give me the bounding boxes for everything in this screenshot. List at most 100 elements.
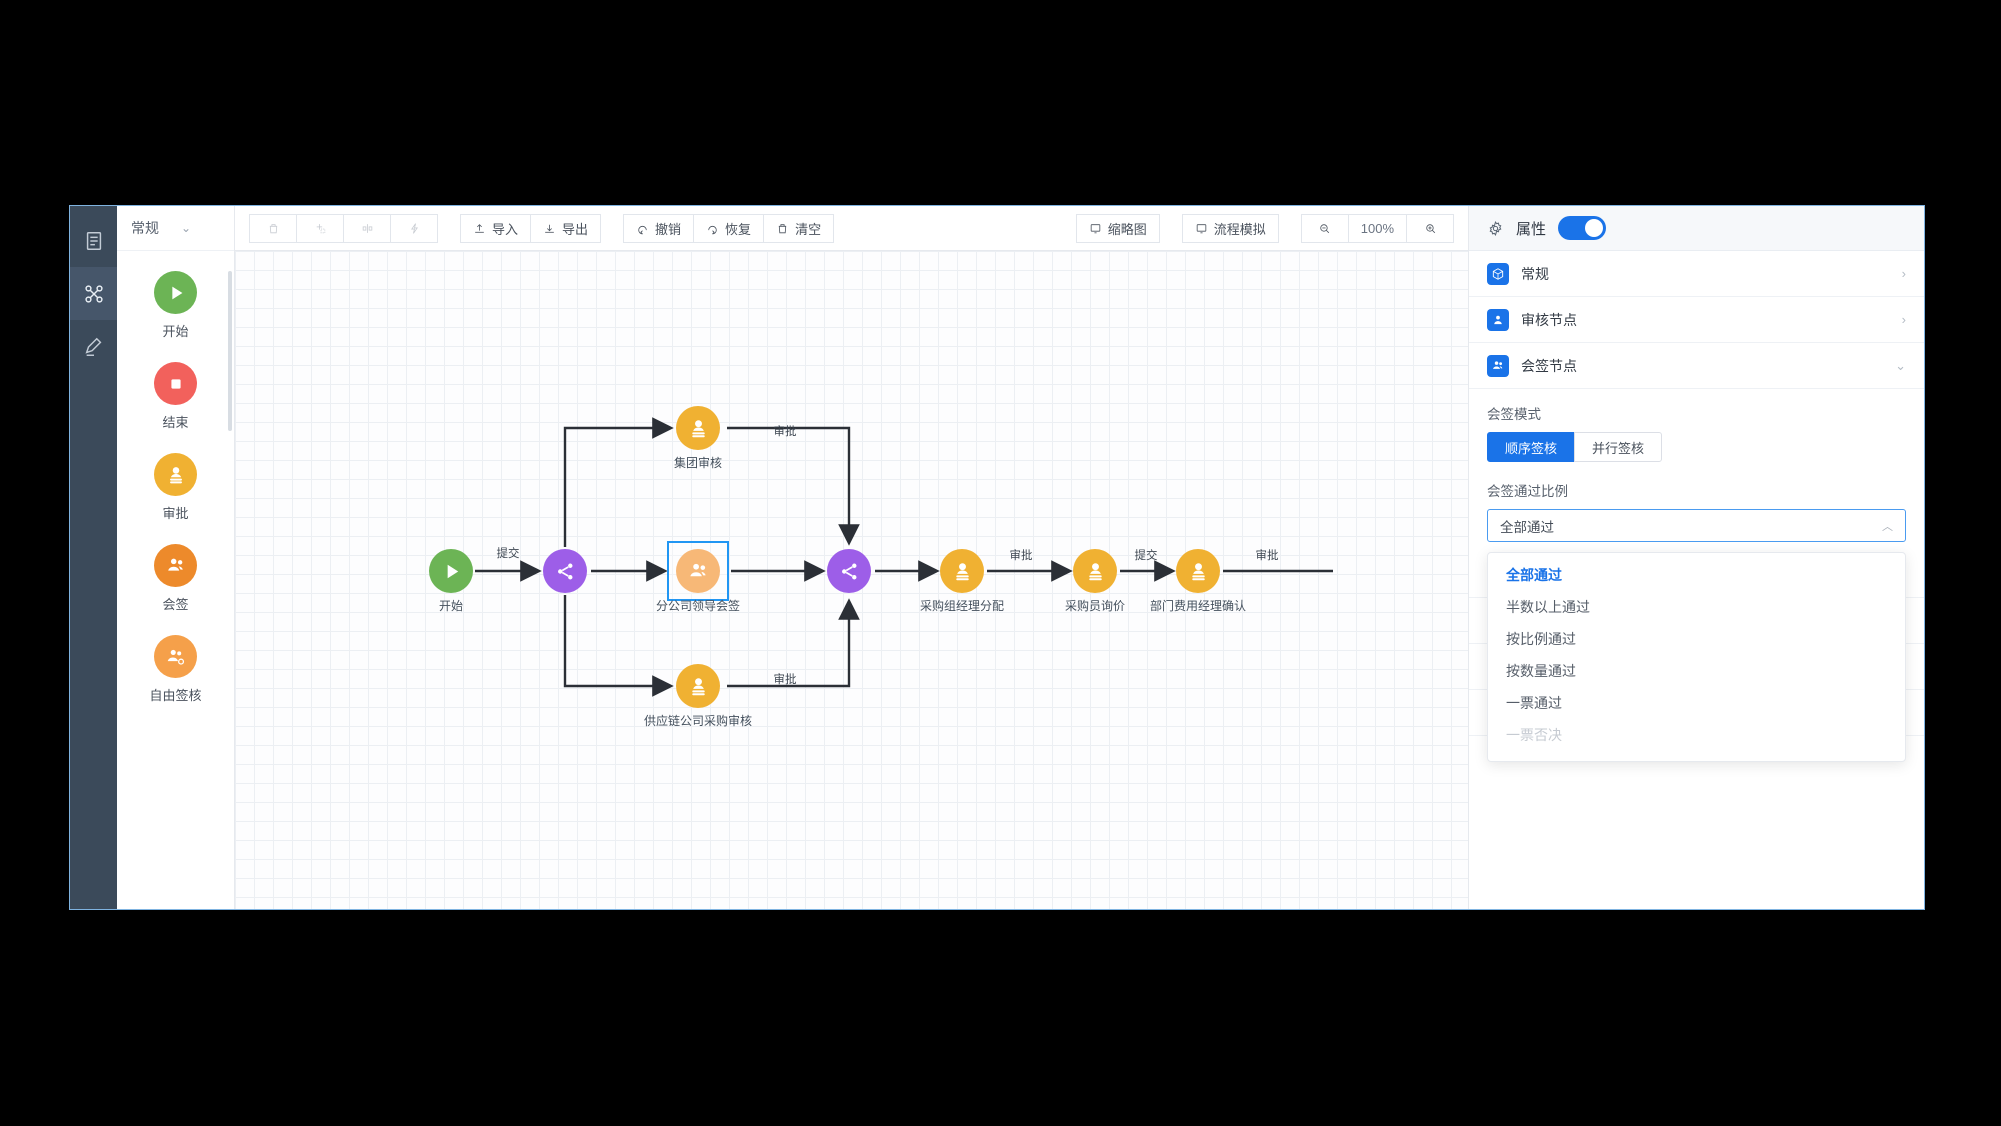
- ratio-dropdown: 全部通过半数以上通过按比例通过按数量通过一票通过一票否决: [1487, 552, 1906, 762]
- ratio-option-4[interactable]: 一票通过: [1506, 695, 1562, 711]
- palette-item-3[interactable]: 会签: [117, 544, 234, 613]
- edge-label-5: 审批: [1255, 550, 1279, 562]
- edge-label-0: 提交: [496, 548, 520, 560]
- flow-edges: [475, 417, 1333, 697]
- dropdown-arrow: [1525, 553, 1541, 560]
- thumbnail-label: 缩略图: [1107, 221, 1147, 237]
- mode-option-0[interactable]: 顺序签核: [1487, 432, 1576, 462]
- ratio-option-2[interactable]: 按比例通过: [1506, 631, 1576, 647]
- palette-items: 开始结束审批会签自由签核: [117, 251, 234, 909]
- prop-row-label: 会签节点: [1521, 357, 1577, 374]
- flow-node-label: 开始: [438, 599, 464, 613]
- clear-label: 清空: [795, 221, 822, 237]
- ratio-option-3[interactable]: 按数量通过: [1506, 663, 1576, 679]
- palette-item-label: 会签: [162, 597, 189, 612]
- flow-node-buyer[interactable]: 采购员询价: [1065, 549, 1125, 613]
- properties-panel: 属性 常规›审核节点›会签节点⌄ 会签模式 顺序签核并行签核 会签通过比例 全部…: [1468, 206, 1924, 909]
- zoom-group: 100%: [1300, 213, 1454, 243]
- redo-label: 恢复: [725, 221, 752, 237]
- main-column: 导入 导出 撤销 恢复 清空: [235, 206, 1468, 909]
- simulate-group: 流程模拟: [1181, 213, 1279, 243]
- prop-row-2[interactable]: 会签节点⌄: [1469, 343, 1924, 389]
- mode-option-1[interactable]: 并行签核: [1574, 432, 1663, 462]
- stamp-icon: [676, 406, 720, 450]
- stamp-icon: [940, 549, 984, 593]
- history-group: 撤销 恢复 清空: [623, 213, 835, 243]
- ratio-select[interactable]: 全部通过 ︿: [1487, 509, 1906, 542]
- flow-node-deptmgr[interactable]: 部门费用经理确认: [1150, 549, 1246, 613]
- zoom-out-button[interactable]: [1300, 213, 1349, 243]
- ratio-field-label: 会签通过比例: [1487, 484, 1568, 499]
- flow-node-group[interactable]: 集团审核: [674, 406, 722, 470]
- palette-scrollbar[interactable]: [228, 271, 232, 431]
- pencil-icon[interactable]: [70, 320, 117, 373]
- mode-field-label: 会签模式: [1487, 407, 1541, 422]
- palette-item-4[interactable]: 自由签核: [117, 635, 234, 704]
- flow-node-supply[interactable]: 供应链公司采购审核: [644, 664, 752, 728]
- document-icon[interactable]: [70, 214, 117, 267]
- delete-icon[interactable]: [249, 213, 297, 243]
- left-icon-rail: [70, 206, 117, 909]
- flow-node-label: 部门费用经理确认: [1149, 599, 1247, 613]
- flow-node-branch[interactable]: 分公司领导会签: [656, 541, 740, 613]
- align-icon[interactable]: [343, 213, 391, 243]
- cube-icon: [1487, 262, 1509, 285]
- flow-node-label: 分公司领导会签: [655, 599, 741, 613]
- ratio-option-5: 一票否决: [1506, 727, 1562, 743]
- node-selection-box: [667, 541, 729, 601]
- play-icon: [154, 271, 197, 314]
- prop-row-0[interactable]: 常规›: [1469, 251, 1924, 297]
- add-node-icon[interactable]: [296, 213, 344, 243]
- palette-item-1[interactable]: 结束: [117, 362, 234, 431]
- palette-group-label: 常规: [131, 220, 159, 236]
- palette-item-label: 自由签核: [149, 688, 202, 703]
- stamp-icon: [1176, 549, 1220, 593]
- stamp-icon: [154, 453, 197, 496]
- zoom-value: 100%: [1360, 220, 1394, 236]
- stop-icon: [154, 362, 197, 405]
- properties-toggle[interactable]: [1558, 216, 1607, 240]
- palette-item-0[interactable]: 开始: [117, 271, 234, 340]
- flow-node-gw1[interactable]: [543, 549, 587, 593]
- clear-button[interactable]: 清空: [763, 213, 835, 243]
- flow-node-label: 集团审核: [673, 456, 723, 470]
- undo-button[interactable]: 撤销: [623, 213, 695, 243]
- palette-group-header[interactable]: 常规 ⌄: [117, 206, 234, 251]
- zoom-level[interactable]: 100%: [1347, 213, 1407, 243]
- ratio-option-0[interactable]: 全部通过: [1506, 567, 1562, 583]
- export-button[interactable]: 导出: [530, 213, 602, 243]
- free-sign-icon: [154, 635, 197, 678]
- share-icon: [543, 549, 587, 593]
- redo-button[interactable]: 恢复: [693, 213, 765, 243]
- flow-node-start[interactable]: 开始: [429, 549, 473, 613]
- prop-row-1[interactable]: 审核节点›: [1469, 297, 1924, 343]
- thumbnail-group: 缩略图: [1075, 213, 1160, 243]
- properties-title: 属性: [1516, 220, 1547, 238]
- palette-item-2[interactable]: 审批: [117, 453, 234, 522]
- group-icon: [1487, 354, 1509, 377]
- flow-node-gw2[interactable]: [827, 549, 871, 593]
- thumbnail-button[interactable]: 缩略图: [1075, 213, 1160, 243]
- ratio-option-1[interactable]: 半数以上通过: [1506, 599, 1590, 615]
- node-palette: 常规 ⌄ 开始结束审批会签自由签核: [117, 206, 235, 909]
- palette-item-label: 结束: [162, 415, 189, 430]
- flow-node-purch[interactable]: 采购组经理分配: [920, 549, 1004, 613]
- share-icon: [827, 549, 871, 593]
- import-button[interactable]: 导入: [460, 213, 532, 243]
- flow-node-label: 采购组经理分配: [919, 599, 1005, 613]
- flow-designer-window: 常规 ⌄ 开始结束审批会签自由签核: [69, 205, 1925, 910]
- gear-icon: [1489, 220, 1502, 236]
- properties-header: 属性: [1469, 206, 1924, 251]
- toolbar-icon-group: [249, 213, 438, 243]
- simulate-button[interactable]: 流程模拟: [1181, 213, 1279, 243]
- chevron-up-icon: ︿: [1882, 520, 1893, 533]
- flow-canvas[interactable]: 开始 集团审核分公司领导会签供应链公司采购审核 采购组经理分配 采购员询价部门费用经理…: [235, 251, 1468, 909]
- toggle-knob: [1585, 219, 1604, 237]
- ratio-selected-value: 全部通过: [1500, 519, 1554, 535]
- undo-label: 撤销: [655, 221, 682, 237]
- lightning-icon[interactable]: [390, 213, 438, 243]
- nodes-icon[interactable]: [70, 267, 117, 320]
- import-label: 导入: [492, 221, 519, 237]
- edge-label-4: 提交: [1134, 550, 1158, 562]
- zoom-in-button[interactable]: [1406, 213, 1454, 243]
